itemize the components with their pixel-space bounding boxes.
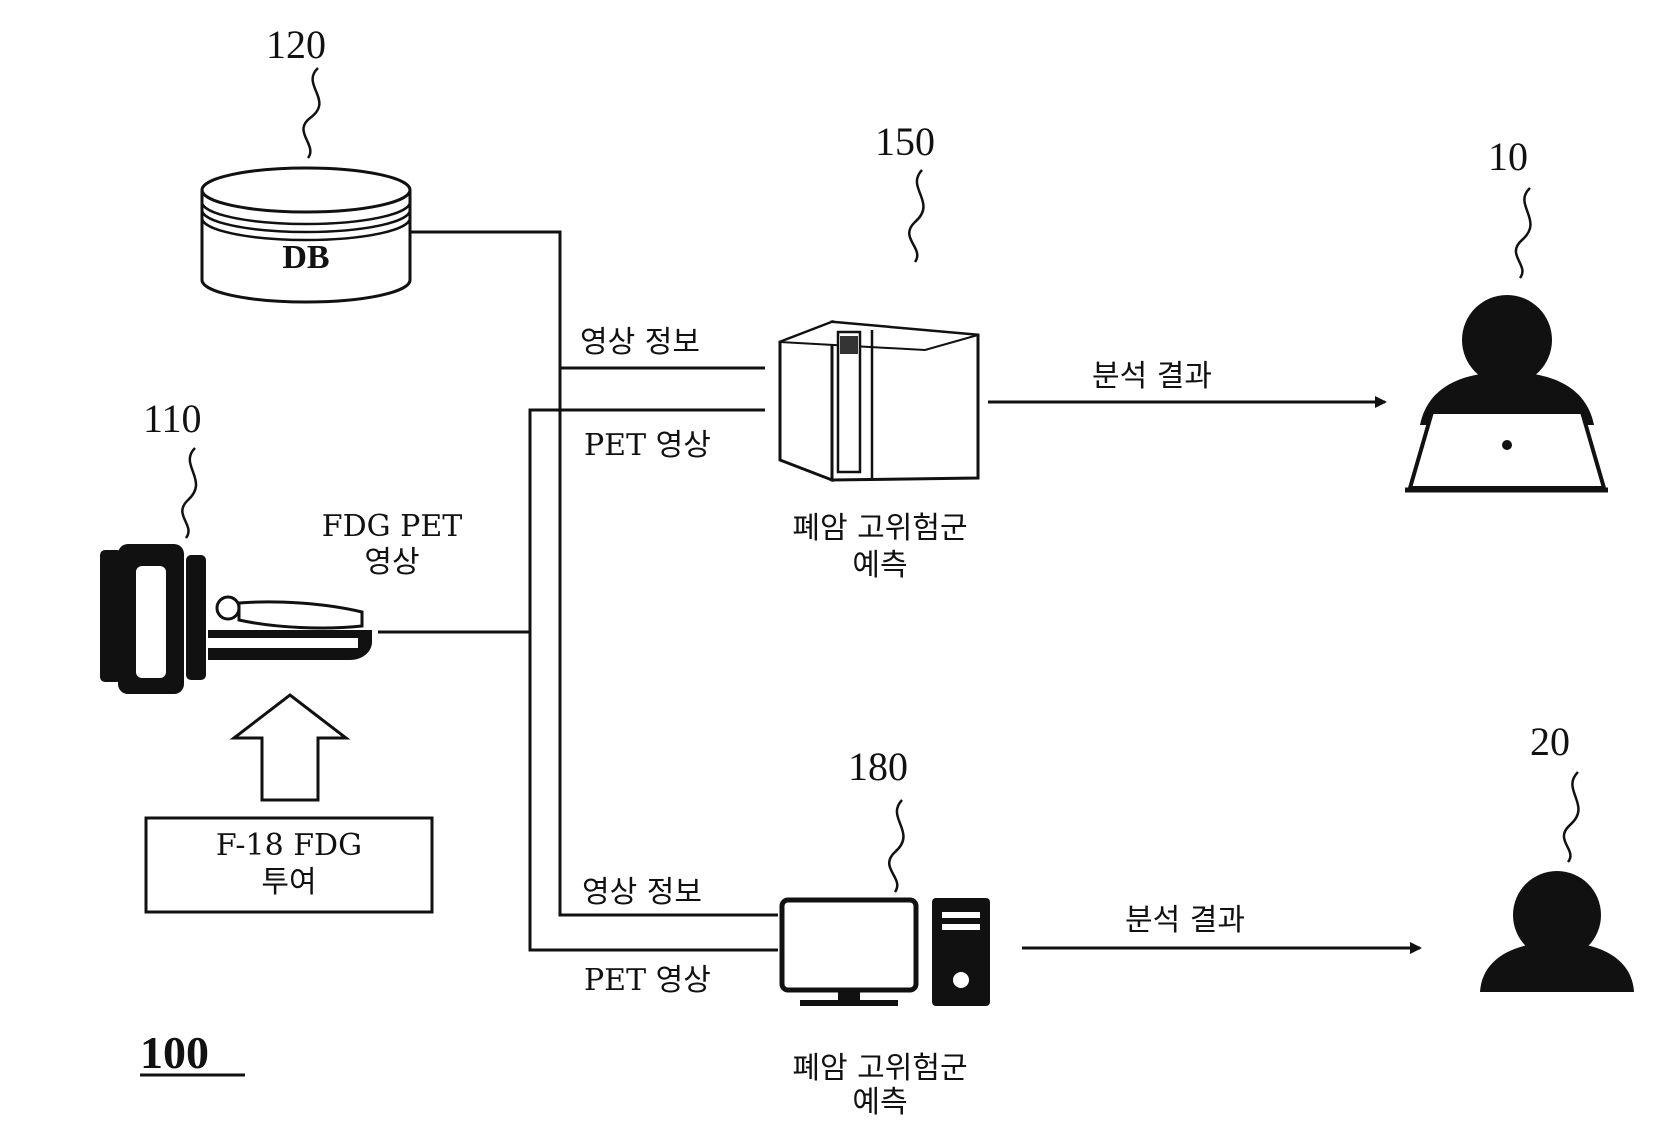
db-to-bus-wire — [410, 230, 778, 917]
server-caption-line1: 폐암 고위험군 — [792, 511, 967, 546]
leader-20 — [1562, 771, 1580, 863]
ref-120: 120 — [266, 22, 326, 67]
pet-image-label-top: PET 영상 — [584, 428, 711, 463]
image-info-label-top: 영상 정보 — [580, 325, 700, 360]
user-laptop-icon — [1405, 295, 1608, 493]
analysis-result-label-bottom: 분석 결과 — [1125, 903, 1245, 938]
injection-box — [144, 816, 434, 914]
leader-110 — [181, 447, 198, 539]
database-icon — [200, 166, 412, 304]
pet-image-label-bottom: PET 영상 — [584, 963, 711, 998]
ref-150: 150 — [875, 119, 935, 164]
injection-label-line2: 투여 — [261, 865, 316, 900]
db-label: DB — [282, 239, 329, 276]
connection-wires — [378, 230, 778, 952]
image-info-label-bottom: 영상 정보 — [582, 875, 702, 910]
ref-20: 20 — [1530, 719, 1570, 764]
user-icon — [1480, 871, 1634, 992]
leader-10 — [1514, 187, 1532, 279]
ref-180: 180 — [848, 744, 908, 789]
scanner-bus-wire — [528, 408, 778, 952]
leader-squiggles — [181, 67, 1580, 893]
scanner-output-label-line1: FDG PET — [322, 509, 462, 544]
pc-caption-line1: 폐암 고위험군 — [792, 1051, 967, 1086]
server-caption-line2: 예측 — [852, 548, 907, 583]
server-icon — [778, 319, 980, 483]
leader-180 — [888, 799, 905, 893]
desktop-pc-icon — [779, 897, 990, 1006]
pc-caption-line2: 예측 — [852, 1085, 907, 1120]
ref-110: 110 — [143, 396, 202, 441]
analysis-result-label-top: 분석 결과 — [1092, 359, 1212, 394]
leader-150 — [908, 169, 925, 263]
leader-120 — [302, 67, 321, 159]
ref-10: 10 — [1488, 134, 1528, 179]
scanner-output-label-line2: 영상 — [364, 545, 419, 580]
ref-100-system: 100 — [140, 1027, 209, 1078]
injection-up-arrow — [229, 693, 351, 802]
pet-scanner-icon — [100, 544, 372, 694]
injection-label-line1: F-18 FDG — [216, 828, 362, 863]
